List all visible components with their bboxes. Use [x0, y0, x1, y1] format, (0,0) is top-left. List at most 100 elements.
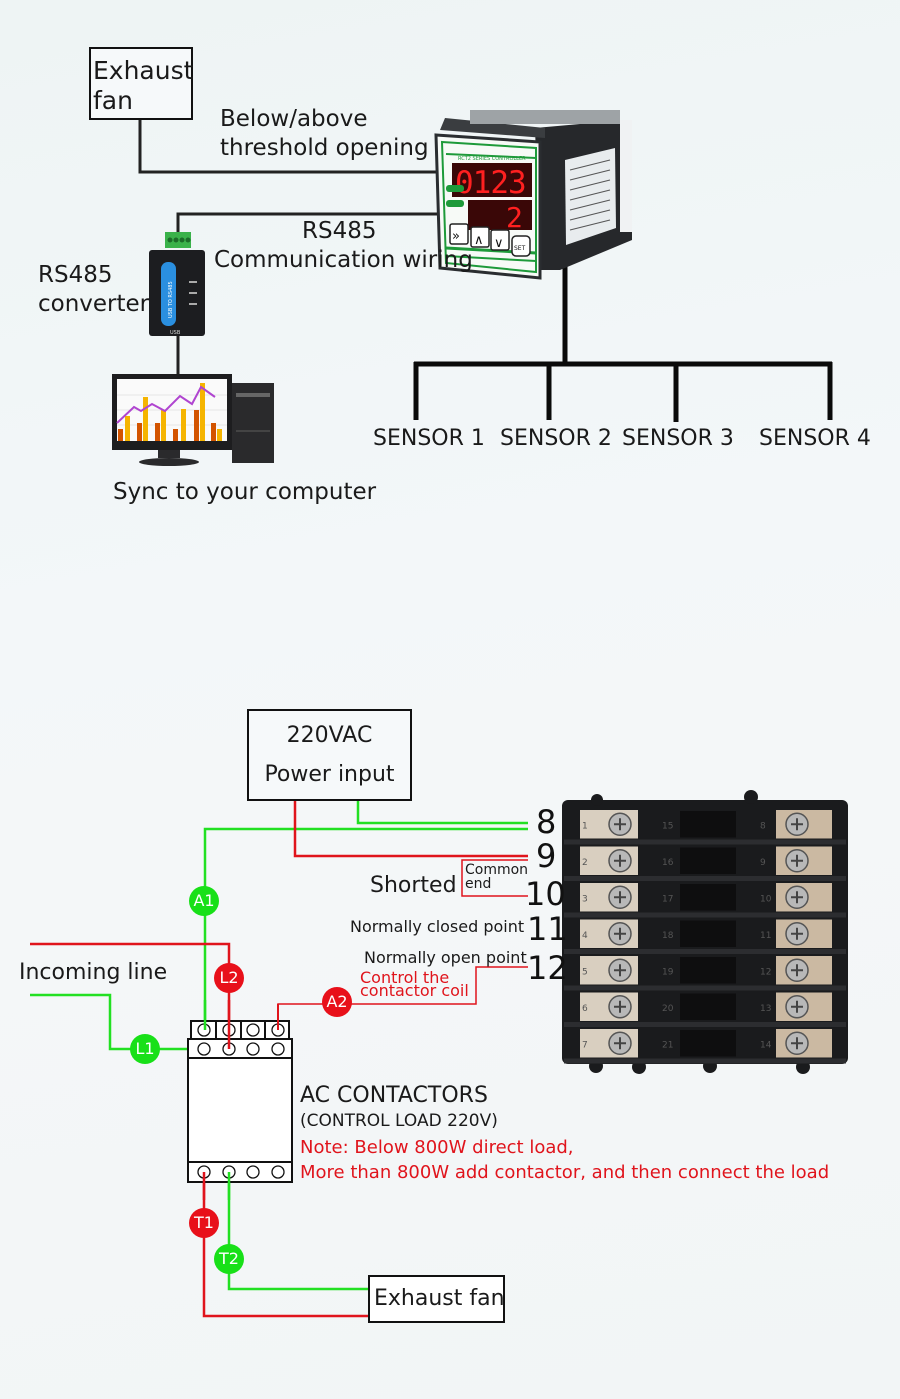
chevron-down-icon: ∨	[494, 236, 504, 251]
sensor-1-label: SENSOR 1	[373, 426, 485, 451]
terminal-8-label: 8	[536, 803, 557, 841]
node-t2: T2	[214, 1244, 244, 1274]
terminal-number: 2	[582, 858, 588, 868]
controller-down-button[interactable]	[490, 229, 510, 251]
terminal-number: 1	[582, 821, 588, 831]
terminal-number: 9	[760, 858, 766, 868]
terminal-row: 6 20 13	[564, 992, 846, 1027]
terminal-number: 7	[582, 1040, 588, 1050]
normally-open-label: Normally open point	[364, 948, 527, 967]
ac-contactor	[187, 1020, 293, 1183]
terminal-number: 19	[662, 967, 674, 977]
sensor-bus	[413, 255, 833, 422]
terminal-number: 16	[662, 858, 674, 868]
power-neutral-wire	[356, 800, 528, 825]
node-l2: L2	[214, 963, 244, 993]
sensor-3-label: SENSOR 3	[622, 426, 734, 451]
terminal-number: 21	[662, 1040, 673, 1050]
converter-label-line2: converter	[38, 291, 150, 317]
terminal-11-label: 11	[527, 910, 568, 948]
terminal-number: 4	[582, 931, 588, 941]
exhaust-fan-box-bottom: Exhaust fan	[368, 1275, 505, 1323]
terminal-10-label: 10	[525, 875, 566, 913]
threshold-label-line2: threshold opening	[220, 135, 429, 161]
converter-label-line1: RS485	[38, 262, 113, 288]
terminal-row: 7 21 14	[564, 1029, 846, 1064]
shorted-bracket	[461, 859, 528, 897]
controller-device: RCT2 SERIES CONTROLLER 0123 2 » ∧ ∨ SET	[434, 110, 632, 280]
terminal-number: 13	[760, 1004, 771, 1014]
t2-wire	[227, 1172, 370, 1291]
controller-set-button[interactable]	[511, 235, 531, 257]
exhaust-fan-label-line2: fan	[93, 86, 133, 115]
threshold-label-line1: Below/above	[220, 106, 368, 132]
contactor-subtitle: (CONTROL LOAD 220V)	[300, 1111, 498, 1131]
fan-to-controller-wire	[138, 118, 445, 174]
incoming-line-label: Incoming line	[19, 960, 168, 985]
terminal-number: 5	[582, 967, 588, 977]
terminal-row: 3 17 10	[564, 883, 846, 918]
contactor-title: AC CONTACTORS	[300, 1083, 488, 1108]
sensor-2-label: SENSOR 2	[500, 426, 612, 451]
usb-port-label: USB	[170, 330, 181, 336]
exhaust-fan-box-top: Exhaust fan	[89, 47, 193, 120]
computer-label: Sync to your computer	[113, 479, 377, 505]
power-input-box: 220VAC Power input	[247, 709, 412, 801]
power-box-line1: 220VAC	[286, 723, 373, 748]
control-coil-line1: Control the	[360, 968, 450, 987]
incoming-l1-wire	[30, 993, 200, 1051]
rs485-converter-device: USB TO RS485 USB	[149, 232, 205, 336]
terminal-number: 11	[760, 931, 771, 941]
terminal-number: 6	[582, 1004, 588, 1014]
rs485-label-line1: RS485	[302, 218, 377, 244]
common-end-line1: Common	[465, 862, 529, 878]
exhaust-fan-bottom-label: Exhaust fan	[374, 1286, 505, 1311]
node-a1: A1	[189, 886, 219, 916]
terminal-number: 15	[662, 821, 673, 831]
shorted-label: Shorted	[370, 873, 457, 898]
terminal-9-label: 9	[536, 837, 557, 875]
terminal-row: 1 15 8	[564, 810, 846, 845]
normally-closed-label: Normally closed point	[350, 917, 525, 936]
terminal-12-label: 12	[527, 949, 568, 987]
terminal-number: 10	[760, 894, 772, 904]
display-bottom-value: 2	[506, 201, 523, 234]
node-t1: T1	[189, 1208, 219, 1238]
rs485-label-line2: Communication wiring	[214, 247, 473, 273]
terminal-row: 2 16 9	[564, 846, 846, 881]
terminal-number: 20	[662, 1004, 674, 1014]
terminal-number: 18	[662, 931, 674, 941]
terminal-row: 4 18 11	[564, 919, 846, 954]
node-l1: L1	[130, 1034, 160, 1064]
terminal-number: 17	[662, 894, 673, 904]
rs485-wire	[176, 212, 445, 232]
display-top-value: 0123	[455, 165, 526, 201]
terminal-row: 5 19 12	[564, 956, 846, 991]
terminal-number: 3	[582, 894, 588, 904]
sensor-4-label: SENSOR 4	[759, 426, 871, 451]
alarm-led-1	[446, 185, 464, 192]
terminal-number: 8	[760, 821, 766, 831]
node-a2: A2	[322, 987, 352, 1017]
shift-icon: »	[452, 229, 460, 244]
chevron-up-icon: ∧	[474, 233, 484, 248]
exhaust-fan-label-line1: Exhaust	[93, 56, 194, 85]
computer-illustration	[112, 374, 274, 466]
control-coil-line2: contactor coil	[360, 981, 469, 1000]
power-box-line2: Power input	[264, 762, 395, 787]
power-live-wire	[293, 800, 528, 858]
a1-wire	[203, 827, 528, 1030]
controller-brand-text: RCT2 SERIES CONTROLLER	[458, 156, 526, 162]
terminal-number: 14	[760, 1040, 772, 1050]
converter-device-text: USB TO RS485	[168, 281, 174, 318]
note-line2: More than 800W add contactor, and then c…	[300, 1162, 830, 1183]
common-end-line2: end	[465, 876, 492, 892]
terminal-number: 12	[760, 967, 771, 977]
note-line1: Note: Below 800W direct load,	[300, 1137, 574, 1158]
top-wiring	[138, 118, 445, 380]
controller-shift-button[interactable]	[449, 223, 469, 245]
controller-up-button[interactable]	[470, 226, 490, 248]
alarm-led-2	[446, 200, 464, 207]
